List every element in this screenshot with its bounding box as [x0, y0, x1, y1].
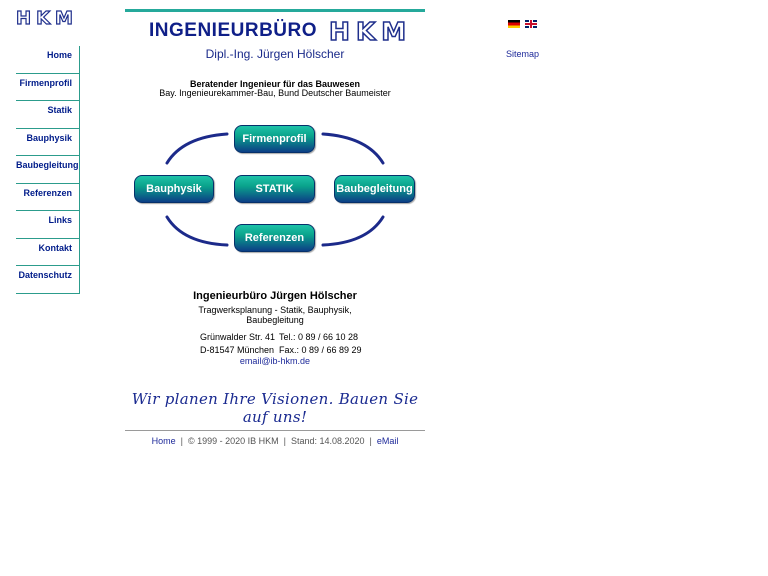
german-flag-icon[interactable] [508, 20, 520, 28]
email-line: email@ib-hkm.de [125, 356, 425, 366]
hkm-logo[interactable]: HKM [15, 8, 78, 29]
sitemap: Sitemap [506, 49, 539, 59]
diagram-referenzen-button[interactable]: Referenzen [234, 224, 315, 252]
email-link[interactable]: email@ib-hkm.de [239, 356, 311, 366]
nav-item-referenzen[interactable]: Referenzen [16, 183, 80, 211]
nav-item-datenschutz[interactable]: Datenschutz [16, 266, 80, 294]
diagram-baubegleitung-button[interactable]: Baubegleitung [334, 175, 415, 203]
nav-item-statik[interactable]: Statik [16, 101, 80, 129]
footer: Home | © 1999 - 2020 IB HKM | Stand: 14.08.2… [125, 436, 425, 446]
city: D-81547 München [200, 344, 275, 355]
address-block: Grünwalder Str. 41 Tel.: 0 89 / 66 10 28… [200, 331, 362, 356]
sitemap-link[interactable]: Sitemap [506, 49, 540, 59]
footer-email-link[interactable]: eMail [376, 436, 399, 446]
slogan: Wir planen Ihre Visionen. Bauen Sie auf … [131, 390, 419, 426]
arc-bottom-left [165, 215, 229, 247]
services-line-1: Tragwerksplanung - Statik, Bauphysik, [198, 305, 352, 315]
uk-flag-icon[interactable] [525, 20, 537, 28]
footer-separator: | [283, 436, 286, 446]
fax: Fax.: 0 89 / 66 89 29 [279, 344, 362, 355]
street: Grünwalder Str. 41 [200, 332, 276, 342]
footer-rule [125, 430, 425, 431]
address-row-1: Grünwalder Str. 41 Tel.: 0 89 / 66 10 28 [200, 331, 362, 344]
firm-services: Tragwerksplanung - Statik, Bauphysik, Ba… [175, 305, 375, 325]
diagram-bauphysik-button[interactable]: Bauphysik [134, 175, 214, 203]
firm-name: Ingenieurbüro Jürgen Hölscher [193, 290, 357, 302]
brand-name: INGENIEURBÜRO [149, 20, 318, 41]
footer-copyright: © 1999 - 2020 IB HKM [187, 436, 279, 446]
phone: Tel.: 0 89 / 66 10 28 [279, 332, 359, 342]
nav-item-bauphysik[interactable]: Bauphysik [16, 128, 80, 156]
nav-item-links[interactable]: Links [16, 211, 80, 239]
header-top-rule [125, 9, 425, 12]
intro-title: Beratender Ingenieur für das Bauwesen [189, 79, 361, 89]
owner-subtitle: Dipl.-Ing. Jürgen Hölscher [205, 47, 345, 61]
diagram-firmenprofil-button[interactable]: Firmenprofil [234, 125, 315, 153]
footer-separator: | [180, 436, 183, 446]
footer-stand: Stand: 14.08.2020 [290, 436, 365, 446]
nav-item-home[interactable]: Home [16, 46, 80, 74]
diagram-arcs [165, 132, 385, 247]
intro-memberships: Bay. Ingenieurekammer-Bau, Bund Deutsche… [159, 88, 391, 98]
address-row-2: D-81547 München Fax.: 0 89 / 66 89 29 [200, 344, 362, 357]
nav-item-baubegleitung[interactable]: Baubegleitung [16, 156, 80, 184]
arc-bottom-right [321, 215, 385, 247]
footer-separator: | [369, 436, 372, 446]
main-nav: Home Firmenprofil Statik Bauphysik Baube… [16, 46, 80, 294]
nav-item-firmenprofil[interactable]: Firmenprofil [16, 73, 80, 101]
brand-hkm-logo: HKM [328, 16, 413, 47]
footer-home-link[interactable]: Home [151, 436, 176, 446]
language-switcher [508, 20, 537, 28]
arc-top-left [165, 132, 229, 165]
diagram-statik-button[interactable]: STATIK [234, 175, 315, 203]
brand-heading: INGENIEURBÜRO HKM [149, 16, 419, 47]
service-diagram: Firmenprofil Bauphysik STATIK Baubegleit… [125, 115, 425, 265]
arc-top-right [321, 132, 385, 165]
nav-item-kontakt[interactable]: Kontakt [16, 238, 80, 266]
services-line-2: Baubegleitung [246, 315, 304, 325]
